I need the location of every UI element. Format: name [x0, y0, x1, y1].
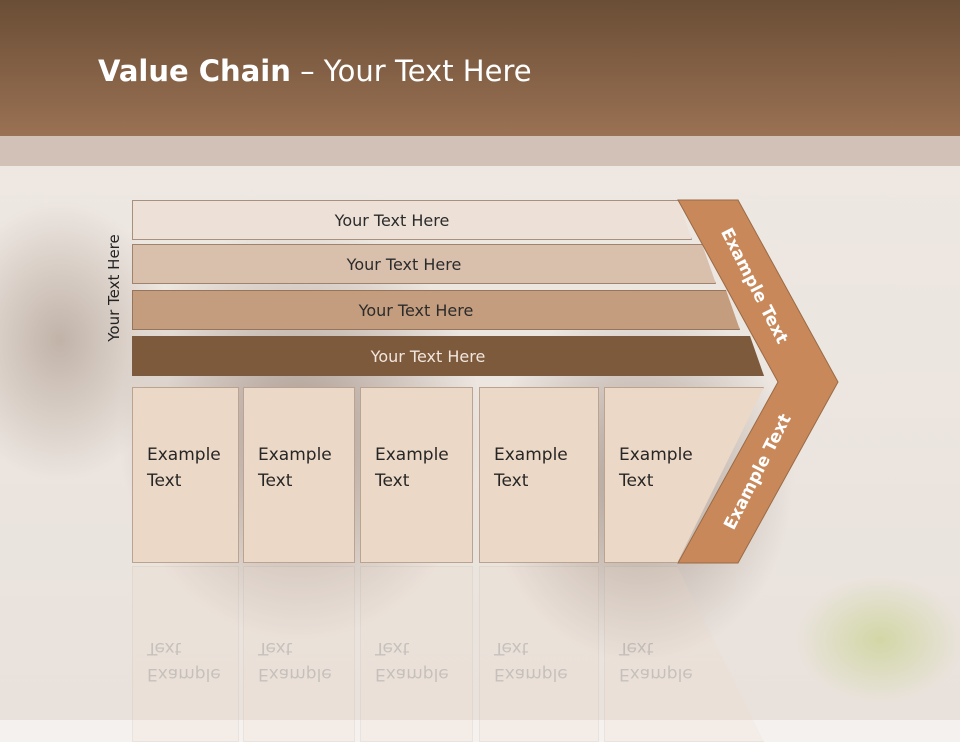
activity-5-line2: Text [619, 471, 654, 491]
activity-2-line2: Text [258, 471, 293, 491]
activity-1-line1: Example [147, 445, 221, 465]
activity-3-line2: Text [375, 471, 410, 491]
title-rest: – Your Text Here [290, 54, 532, 88]
margin-chevron [677, 199, 839, 564]
activity-5-line1: Example [619, 445, 693, 465]
activity-4-line2: Text [494, 471, 529, 491]
primary-activity-2: Example Text [243, 387, 355, 563]
activity-1-line2: Text [147, 471, 182, 491]
support-row-4: Your Text Here [132, 336, 764, 376]
title-bold: Value Chain [98, 54, 291, 88]
support-row-2: Your Text Here [132, 244, 716, 284]
title-band [0, 136, 960, 166]
activity-4-line1: Example [494, 445, 568, 465]
primary-activity-4: Example Text [479, 387, 599, 563]
slide-title: Value Chain – Your Text Here [98, 54, 532, 88]
title-bar [0, 0, 960, 136]
primary-activity-3: Example Text [360, 387, 473, 563]
support-row-1: Your Text Here [132, 200, 692, 240]
activity-3-line1: Example [375, 445, 449, 465]
primary-activity-1: Example Text [132, 387, 239, 563]
chevron-shape [677, 199, 839, 564]
activity-2-line1: Example [258, 445, 332, 465]
support-row-3: Your Text Here [132, 290, 740, 330]
